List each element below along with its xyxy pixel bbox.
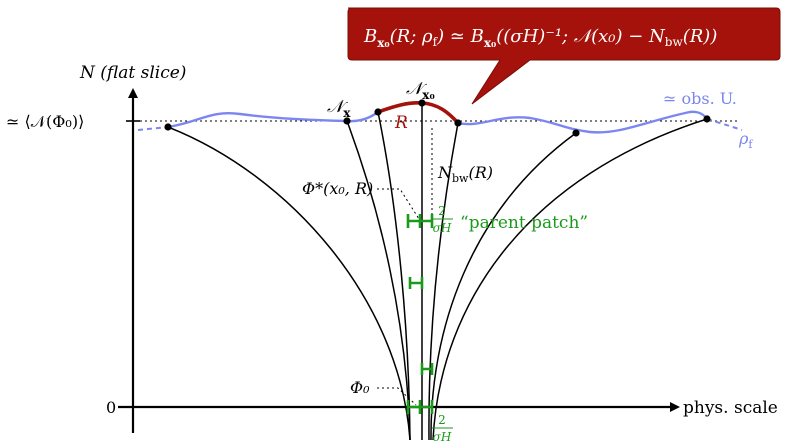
trajectory-left-mid [346,120,411,441]
patch-marker-mid [408,277,424,289]
flat-slice-curve [167,110,708,134]
point-N-x0 [418,99,426,107]
point-right-mid [572,129,580,137]
patch-marker-low [420,363,434,375]
callout-box: Bx₀(R; ρf) ≃ Bx₀((σH)⁻¹; 𝒩(x₀) − Nbw(R)) [347,7,781,105]
fraction-parent: 2 σH [432,204,453,235]
point-right-outer [703,115,711,123]
label-N-bw: Nbw(R) [437,163,493,185]
label-parent-patch: “parent patch” [460,213,588,233]
callout-shape [347,7,781,105]
label-N-x0: 𝒩x₀ [406,79,435,102]
trajectory-left-outer [167,126,411,441]
point-R-right [454,119,462,127]
points [164,99,711,137]
label-R: R [394,113,408,133]
label-N-x: 𝒩x [327,97,351,120]
trajectories [167,103,708,441]
label-rho-f: ρf [738,129,753,151]
callout-formula: Bx₀(R; ρf) ≃ Bx₀((σH)⁻¹; 𝒩(x₀) − Nbw(R)) [363,26,717,50]
y-axis-label: N (flat slice) [79,63,186,83]
phi-star-leader [377,188,420,220]
label-phi-star: Φ*(x₀, R) [302,179,373,198]
flat-slice-dashed-left [137,126,169,131]
label-phi-0: Φ₀ [350,378,370,397]
point-N-x [343,117,351,125]
label-obs-u: ≃ obs. U. [663,89,737,108]
trajectory-right-inner [428,122,459,441]
region-R-curve [377,101,460,125]
fraction-base: 2 σH [432,413,453,444]
trajectory-left-inner [377,111,411,441]
y-tick-zero-label: 0 [106,398,116,417]
trajectory-right-outer [432,118,708,441]
patch-markers [406,214,434,414]
svg-text:2: 2 [438,413,446,427]
trajectory-right-mid [430,132,577,441]
point-left-outer [164,123,172,131]
parent-patch-marker [406,214,434,228]
patch-marker-base [406,400,434,414]
phi-0-leader [377,387,417,406]
svg-text:σH: σH [433,430,452,444]
y-tick-mean-label: ≃ ⟨𝒩(Φ₀)⟩ [6,112,84,131]
svg-text:2: 2 [438,204,446,218]
x-axis-label: phys. scale [683,398,778,418]
svg-text:σH: σH [433,221,452,235]
point-R-left [374,108,382,116]
